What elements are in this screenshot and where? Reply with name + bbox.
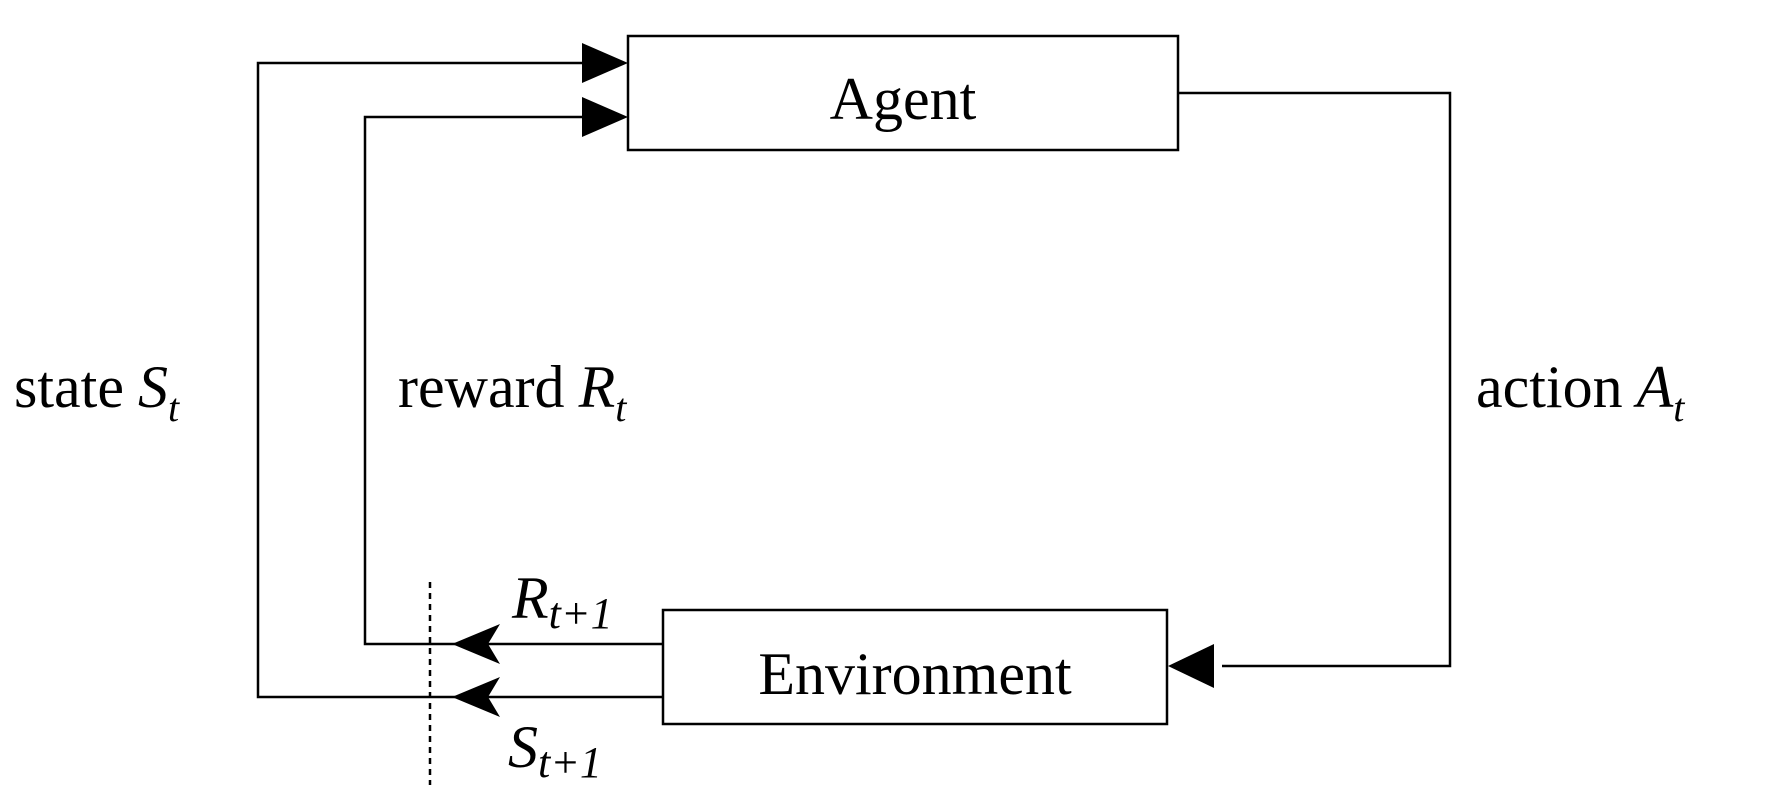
reward-word: reward <box>398 354 565 420</box>
reward-connector <box>363 115 663 646</box>
state-word: state <box>14 354 124 420</box>
next-reward-label: Rt+1 <box>511 565 613 638</box>
action-subscript: t <box>1673 385 1685 430</box>
action-connector <box>1178 91 1452 668</box>
reward-subscript: t <box>615 385 627 430</box>
agent-box <box>626 34 1180 152</box>
environment-box <box>661 608 1169 726</box>
next-state-arrowhead <box>452 677 500 717</box>
next-reward-symbol: R <box>511 565 549 631</box>
next-state-symbol: S <box>508 714 538 780</box>
agent-label: Agent <box>830 66 977 132</box>
next-reward-arrowhead <box>452 624 500 664</box>
action-word: action <box>1476 354 1623 420</box>
next-state-label: St+1 <box>508 714 602 787</box>
environment-label: Environment <box>758 641 1072 707</box>
reward-symbol: R <box>578 354 616 420</box>
state-arrowhead <box>582 43 628 83</box>
action-arrowhead <box>1168 644 1214 688</box>
next-state-subscript: t+1 <box>538 738 602 787</box>
next-reward-subscript: t+1 <box>549 589 613 638</box>
reward-arrowhead <box>582 97 628 137</box>
action-symbol: A <box>1633 354 1674 420</box>
state-symbol: S <box>138 354 168 420</box>
state-subscript: t <box>168 385 180 430</box>
